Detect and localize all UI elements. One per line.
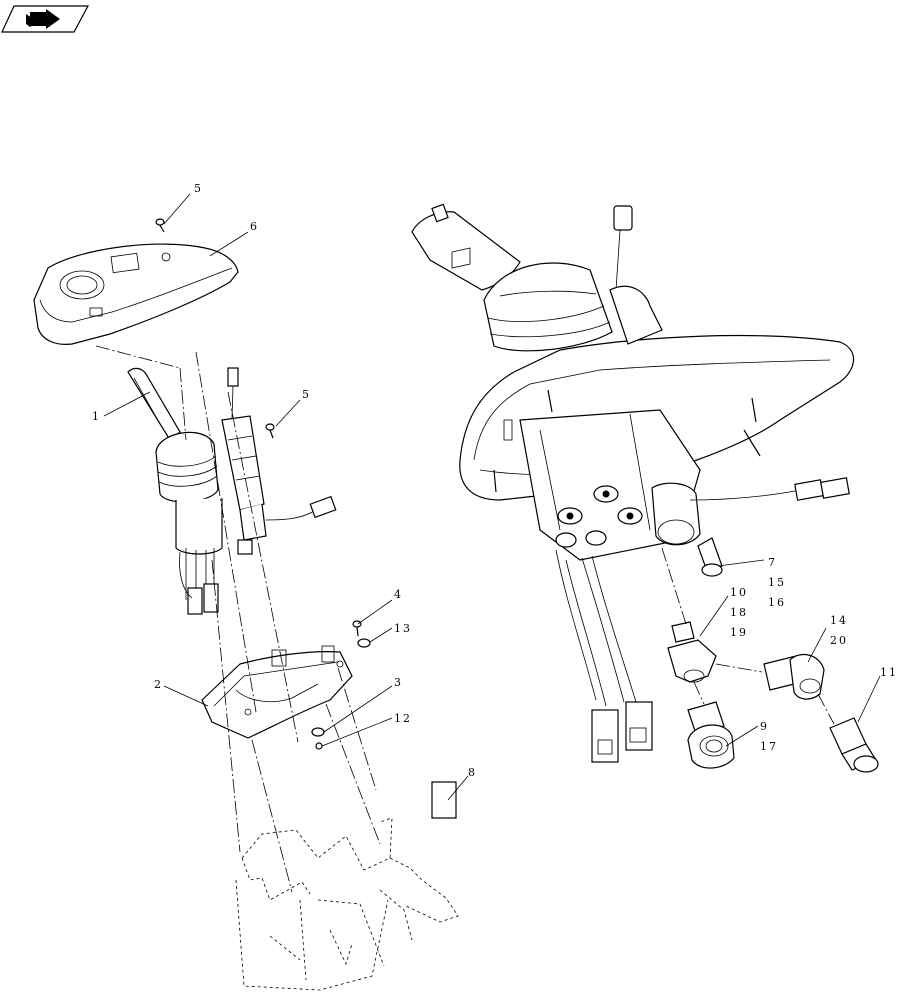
joystick-part-1 xyxy=(127,367,223,615)
book-arrow-icon[interactable] xyxy=(1,5,90,33)
screw-part-5-upper xyxy=(155,218,165,233)
assembly-centerlines-left xyxy=(95,345,381,893)
callout-13: 13 xyxy=(394,622,412,635)
callout-2: 2 xyxy=(154,678,163,691)
callout-6: 6 xyxy=(250,220,259,233)
callout-5-upper: 5 xyxy=(194,182,203,195)
callout-5-mid: 5 xyxy=(302,388,311,401)
floor-mount-phantom xyxy=(235,817,459,991)
callout-16: 16 xyxy=(768,596,786,609)
mounting-plate-part-2 xyxy=(201,645,353,739)
callout-10: 10 xyxy=(730,586,748,599)
callout-7: 7 xyxy=(768,556,777,569)
washer-part-13 xyxy=(357,638,371,648)
washer-part-3 xyxy=(311,727,325,737)
control-valve-assembly xyxy=(411,203,855,763)
callout-1: 1 xyxy=(92,410,101,423)
callout-15: 15 xyxy=(768,576,786,589)
callout-11: 11 xyxy=(880,666,898,679)
callout-17: 17 xyxy=(760,740,778,753)
callout-12: 12 xyxy=(394,712,412,725)
elbow-part-10 xyxy=(667,621,717,683)
callout-9: 9 xyxy=(760,720,769,733)
decal-part-8 xyxy=(431,781,457,819)
coupler-part-11 xyxy=(829,717,879,773)
callout-19: 19 xyxy=(730,626,748,639)
console-cover-part-6 xyxy=(33,243,239,345)
leader-lines xyxy=(103,193,881,801)
nut-part-12 xyxy=(315,742,323,750)
callout-20: 20 xyxy=(830,634,848,647)
fitting-part-7 xyxy=(697,537,723,577)
callout-4: 4 xyxy=(394,588,403,601)
tee-fitting-part-14 xyxy=(763,653,825,700)
callout-3: 3 xyxy=(394,676,403,689)
callout-18: 18 xyxy=(730,606,748,619)
assembly-centerlines-right xyxy=(661,547,835,725)
callout-14: 14 xyxy=(830,614,848,627)
screw-part-5-mid xyxy=(265,423,275,439)
fitting-part-9 xyxy=(687,701,735,769)
screw-part-4 xyxy=(352,620,362,637)
callout-8: 8 xyxy=(468,766,477,779)
callout-labels: 5 6 1 5 4 13 2 3 12 8 7 15 16 10 18 19 9… xyxy=(92,182,898,779)
side-switch-assembly xyxy=(221,367,337,555)
